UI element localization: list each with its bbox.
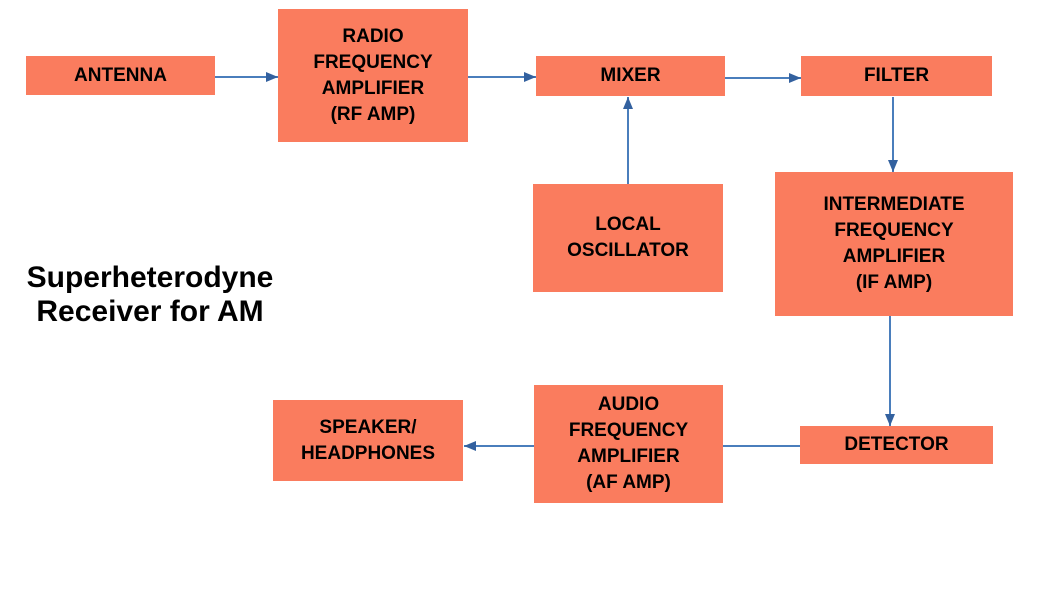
node-if-amplifier: INTERMEDIATE FREQUENCY AMPLIFIER (IF AMP… xyxy=(775,172,1013,316)
node-local-oscillator-label: LOCAL OSCILLATOR xyxy=(567,214,689,261)
node-rf-amplifier-label: RADIO FREQUENCY AMPLIFIER (RF AMP) xyxy=(313,25,433,125)
node-mixer: MIXER xyxy=(536,56,725,96)
node-speaker-headphones: SPEAKER/ HEADPHONES xyxy=(273,400,463,481)
node-mixer-label: MIXER xyxy=(600,65,661,86)
node-af-amplifier-label: AUDIO FREQUENCY AMPLIFIER (AF AMP) xyxy=(568,394,689,493)
node-af-amplifier: AUDIO FREQUENCY AMPLIFIER (AF AMP) xyxy=(534,385,723,503)
node-rf-amplifier: RADIO FREQUENCY AMPLIFIER (RF AMP) xyxy=(278,9,468,142)
node-filter: FILTER xyxy=(801,56,992,96)
node-speaker-headphones-label: SPEAKER/ HEADPHONES xyxy=(300,416,436,464)
diagram-title: Superheterodyne Receiver for AM xyxy=(26,261,274,328)
node-antenna: ANTENNA xyxy=(26,56,215,95)
node-if-amplifier-label: INTERMEDIATE FREQUENCY AMPLIFIER (IF AMP… xyxy=(823,194,965,293)
node-local-oscillator: LOCAL OSCILLATOR xyxy=(533,184,723,292)
node-antenna-label: ANTENNA xyxy=(74,64,167,86)
node-detector-label: DETECTOR xyxy=(844,434,949,455)
node-filter-label: FILTER xyxy=(863,65,930,86)
node-detector: DETECTOR xyxy=(800,426,993,464)
